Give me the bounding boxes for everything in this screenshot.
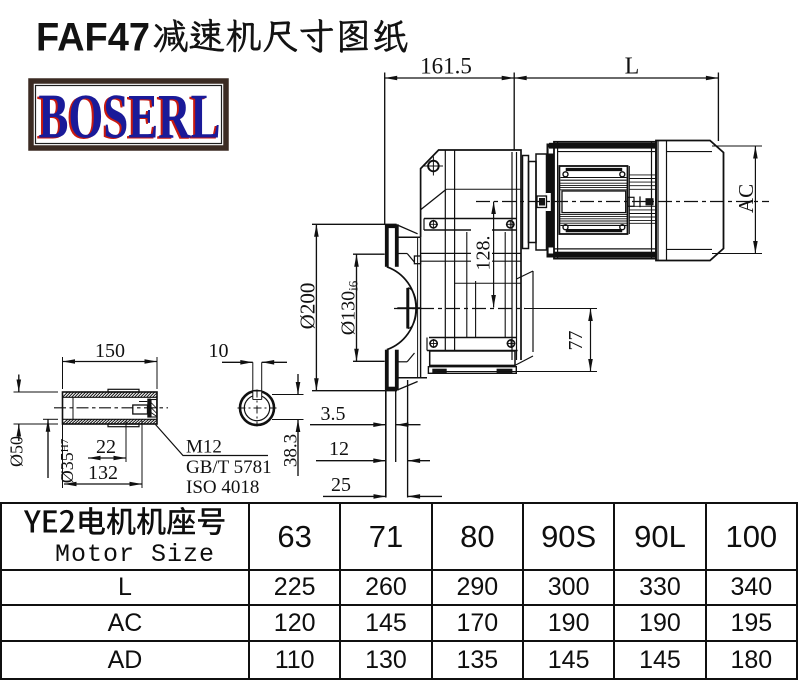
svg-text:12: 12	[329, 438, 349, 460]
svg-text:Ø200: Ø200	[296, 283, 320, 330]
svg-text:77: 77	[565, 331, 587, 351]
svg-text:Ø35H7: Ø35H7	[57, 438, 77, 483]
svg-text:150: 150	[95, 340, 125, 362]
svg-text:161.5: 161.5	[420, 54, 472, 79]
svg-text:AC: AC	[734, 184, 758, 213]
svg-text:ISO 4018: ISO 4018	[186, 477, 259, 498]
svg-text:3.5: 3.5	[321, 403, 346, 425]
svg-text:22: 22	[96, 436, 116, 458]
svg-text:25: 25	[331, 474, 351, 496]
svg-text:BOSERL: BOSERL	[39, 81, 221, 152]
svg-text:Ø130i6: Ø130i6	[338, 280, 361, 335]
svg-text:M12: M12	[186, 437, 222, 458]
svg-text:132: 132	[88, 462, 118, 484]
svg-text:Ø50: Ø50	[7, 436, 27, 467]
svg-text:BOSERL: BOSERL	[37, 82, 219, 153]
svg-text:GB/T 5781: GB/T 5781	[186, 457, 272, 478]
svg-text:38.3: 38.3	[281, 434, 302, 467]
svg-text:128.: 128.	[473, 236, 495, 271]
svg-text:L: L	[625, 54, 640, 80]
svg-text:FAF47: FAF47	[36, 16, 150, 60]
svg-text:10: 10	[209, 340, 229, 362]
